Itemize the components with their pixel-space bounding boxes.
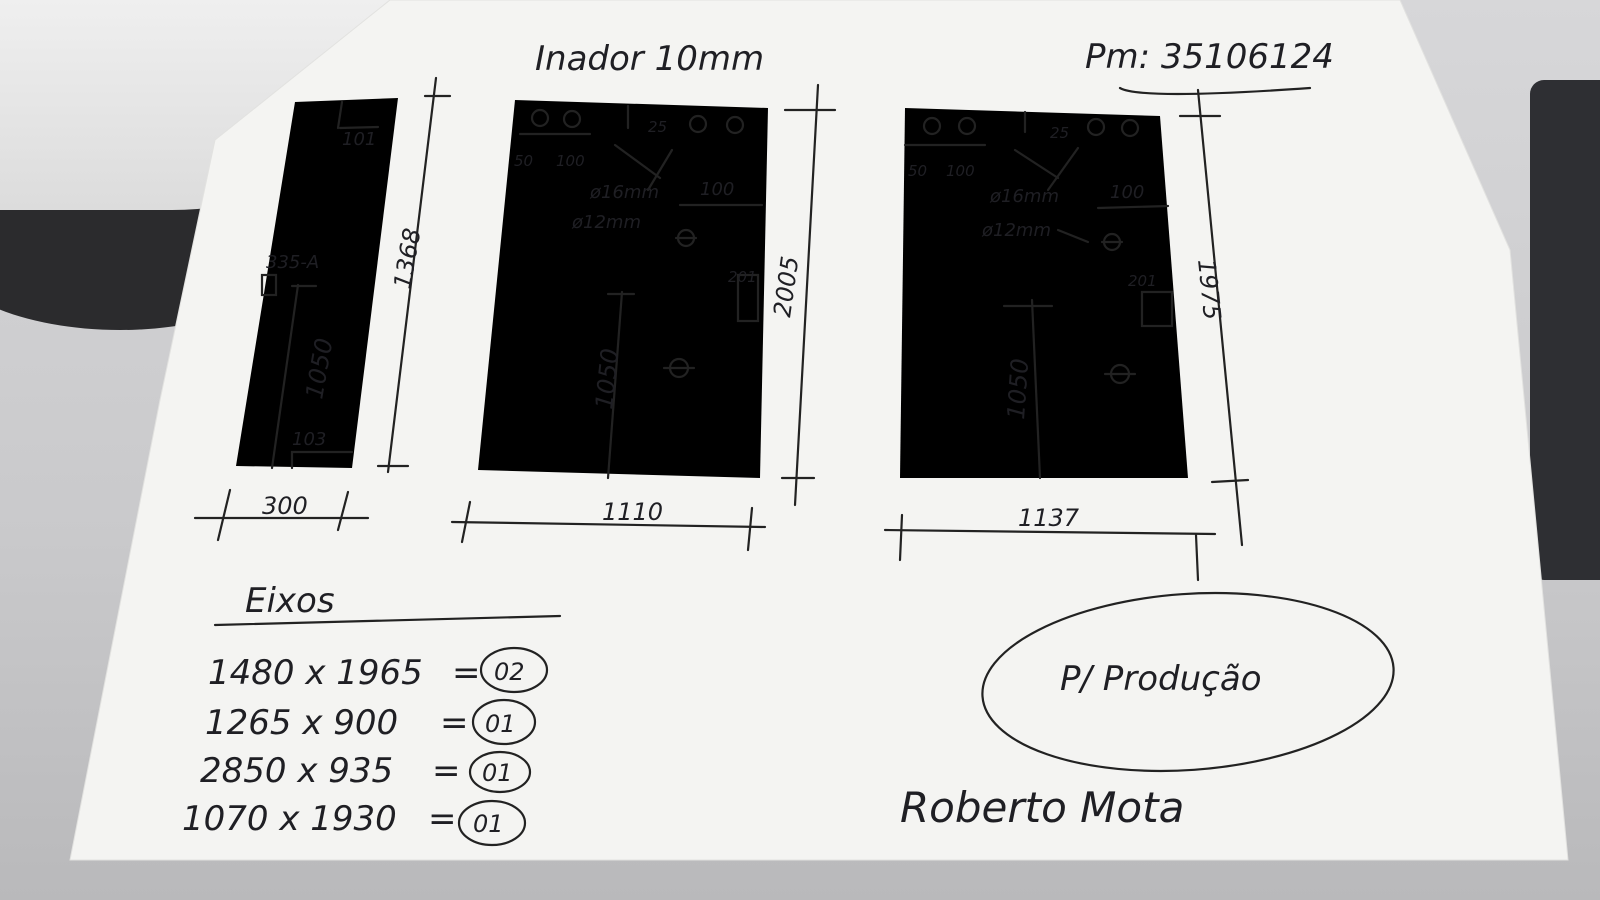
- right-offset-line: [1096, 204, 1170, 210]
- spacing-50: 50: [514, 152, 533, 170]
- spacing-50: 50: [908, 162, 927, 180]
- leader-line: [646, 148, 674, 192]
- frames-underline: [213, 614, 562, 627]
- frames-title: Eixos: [245, 581, 335, 621]
- lock-label: 201: [728, 268, 757, 286]
- frame-row-qty: 01: [473, 810, 504, 838]
- frame-row-dims: 2850 x 935: [200, 751, 393, 791]
- qty-circle: [479, 646, 549, 694]
- frame-row-equals: =: [428, 799, 457, 839]
- lock-box: [736, 273, 760, 323]
- hinge-mark: [260, 273, 278, 297]
- frame-row-dims: 1070 x 1930: [182, 799, 397, 839]
- width-dim-line: [450, 520, 767, 529]
- qty-circle: [457, 799, 527, 847]
- stamp-text: P/ Produção: [1060, 659, 1262, 699]
- height-dim-line: [1196, 88, 1244, 547]
- right-device: [1530, 80, 1600, 580]
- hole-height-line: [1030, 298, 1042, 480]
- order-underline: [1118, 86, 1312, 96]
- panel-right: 25 50 100 ø16mm ø12mm 100 201 1050 1975 …: [883, 88, 1250, 582]
- frame-row-equals: =: [452, 653, 481, 693]
- leader-line: [613, 143, 662, 180]
- top-offset-line: [336, 100, 344, 130]
- hole-height-label: 1050: [590, 347, 624, 411]
- hole-height-line: [270, 283, 300, 470]
- offset-label: 25: [1050, 124, 1069, 142]
- width-dim-tick: [336, 490, 350, 532]
- height-dim-tick: [1210, 478, 1250, 484]
- width-label: 1110: [602, 498, 663, 526]
- frame-row-dims: 1265 x 900: [205, 703, 398, 743]
- frames-list: Eixos 1480 x 1965 = 02 1265 x 900 = 01 2…: [182, 581, 562, 847]
- hole-height-line: [606, 290, 624, 480]
- spacing-100: 100: [556, 152, 585, 170]
- right-offset-label: 100: [700, 179, 734, 200]
- d12-label: ø12mm: [981, 220, 1051, 241]
- leader-line: [1013, 148, 1060, 180]
- hinge-label: 335-A: [266, 252, 319, 273]
- d16-label: ø16mm: [989, 186, 1059, 207]
- hole-height-label: 1050: [1002, 358, 1034, 421]
- width-dim-tick: [746, 506, 754, 552]
- frame-row-qty: 01: [482, 759, 513, 787]
- paper-sheet: [69, 0, 1569, 861]
- hole-16: [688, 114, 708, 134]
- qty-circle: [468, 750, 532, 794]
- lock-label: 201: [1128, 272, 1157, 290]
- panel-middle-outline: [478, 100, 768, 478]
- leader-line: [1056, 228, 1090, 244]
- offset-label: 25: [648, 118, 667, 136]
- height-dim-line: [386, 76, 438, 474]
- order-number: Pm: 35106124: [1085, 37, 1334, 77]
- height-label: 1975: [1192, 258, 1226, 322]
- frame-row-equals: =: [440, 703, 469, 743]
- production-stamp: P/ Produção: [981, 591, 1395, 773]
- sheet-title: Inador 10mm: [535, 39, 764, 79]
- width-label: 1137: [1018, 504, 1080, 532]
- lock-box: [1140, 290, 1174, 328]
- hole-16: [562, 109, 582, 129]
- height-dim-line: [793, 83, 820, 507]
- frame-row-equals: =: [432, 751, 461, 791]
- leader-line: [1046, 146, 1080, 192]
- hole-16: [1120, 118, 1140, 138]
- hole-16: [1086, 117, 1106, 137]
- top-offset-line: [338, 125, 380, 130]
- bottom-offset-label: 103: [292, 429, 326, 450]
- right-offset-label: 100: [1110, 182, 1144, 203]
- panel-right-outline: [900, 108, 1188, 478]
- d12-label: ø12mm: [571, 212, 641, 233]
- bottom-offset-mark: [290, 450, 354, 470]
- frame-row-qty: 01: [485, 710, 516, 738]
- panel-left: 101 335-A 1050 103 1368 300: [193, 76, 452, 542]
- hole-16: [725, 115, 745, 135]
- frame-row-dims: 1480 x 1965: [208, 653, 423, 693]
- width-dim-tick: [216, 488, 232, 542]
- signature-name: Roberto Mota: [900, 783, 1184, 832]
- panel-left-outline: [236, 98, 398, 468]
- width-dim-tick: [460, 500, 472, 544]
- width-dim-tick: [1194, 533, 1200, 582]
- qty-circle: [471, 698, 537, 746]
- width-label: 300: [262, 492, 308, 520]
- top-offset-label: 101: [342, 129, 376, 150]
- width-dim-tick: [898, 513, 904, 562]
- hole-16: [530, 108, 550, 128]
- d16-label: ø16mm: [589, 182, 659, 203]
- width-dim-line: [883, 528, 1217, 536]
- spacing-100: 100: [946, 162, 975, 180]
- stamp-ellipse: [981, 591, 1395, 773]
- hole-16: [922, 116, 942, 136]
- frame-row-qty: 02: [494, 658, 525, 686]
- hole-16: [957, 116, 977, 136]
